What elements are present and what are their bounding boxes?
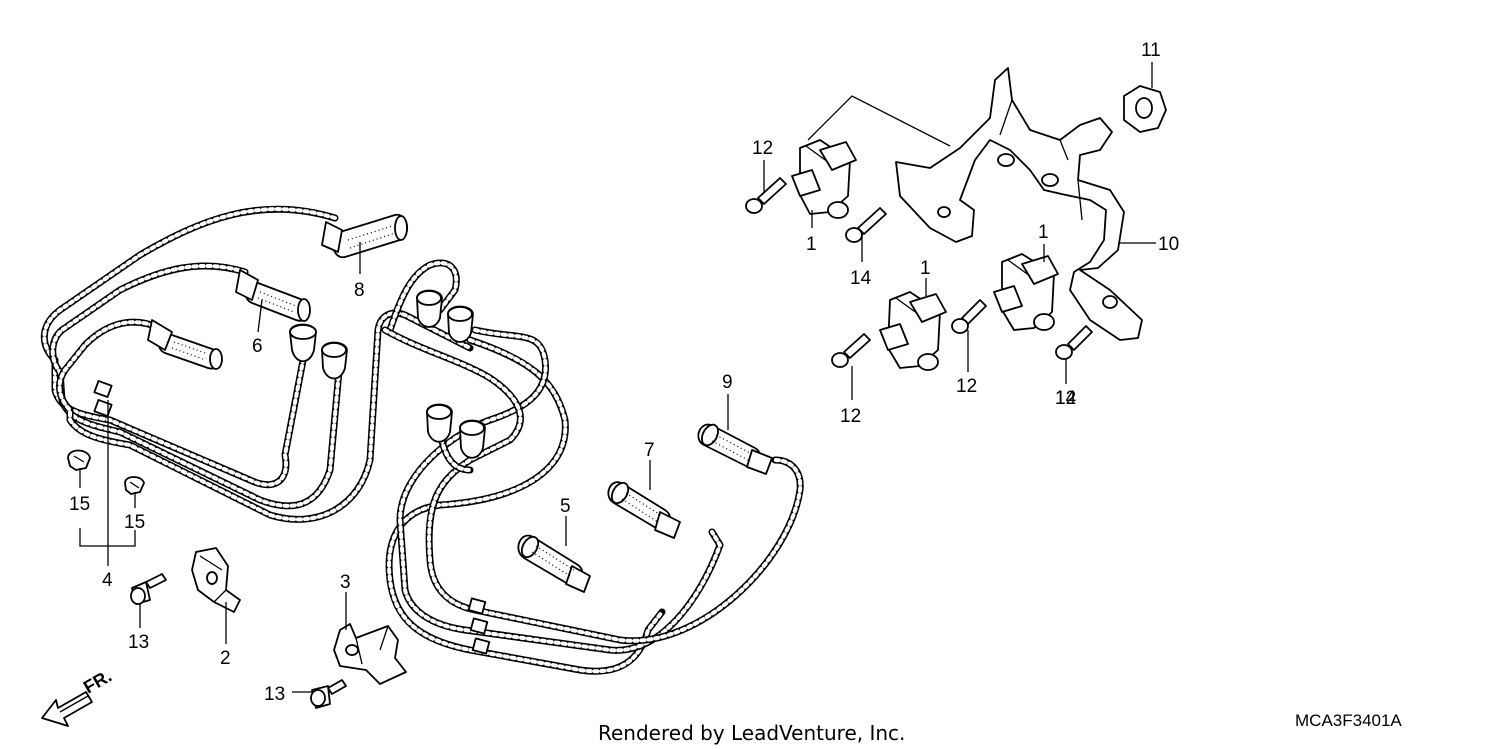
callout-label: 3 (340, 572, 351, 593)
callout-label: 12 (840, 406, 861, 427)
callout-label: 5 (560, 496, 571, 517)
callout-label: 10 (1158, 234, 1179, 255)
coil-caps-left (289, 289, 474, 380)
callout-label: 12 (1055, 388, 1076, 409)
rendered-by-credit: Rendered by LeadVenture, Inc. (598, 721, 905, 745)
callout-label: 15 (69, 494, 90, 515)
callout-label: 1 (1038, 222, 1049, 243)
callout-label: 1 (920, 258, 931, 279)
plug-boot-7 (607, 481, 681, 539)
plug-boot-left (147, 319, 223, 370)
leader-lines (79, 62, 1156, 693)
ignition-coil-1-b (879, 291, 947, 371)
ignition-coil-1-c (993, 253, 1059, 331)
ignition-coil-1-a (791, 139, 857, 219)
bolts-12-14 (745, 177, 1093, 368)
coil-caps-middle (426, 403, 486, 459)
callout-labels: 1 1 1 2 3 4 5 6 7 8 9 10 11 12 12 12 12 … (69, 40, 1179, 705)
callout-label: 2 (220, 648, 231, 669)
plug-boot-6 (235, 269, 311, 322)
callout-label: 12 (752, 138, 773, 159)
callout-label: 14 (850, 268, 872, 289)
callout-label: 13 (264, 684, 285, 705)
plug-boot-5 (517, 534, 591, 593)
callout-label: 12 (956, 376, 977, 397)
front-direction-arrow: FR. (41, 666, 115, 727)
clip-15-b (124, 476, 145, 495)
bolt-13-a (130, 573, 167, 605)
clip-15-a (67, 449, 91, 471)
callout-label: 4 (102, 570, 113, 591)
bracket-2 (191, 547, 241, 613)
callout-label: 15 (124, 512, 145, 533)
plug-boot-9 (697, 423, 773, 475)
coil-bracket-10 (895, 67, 1143, 341)
callout-label: 14 (1055, 388, 1077, 409)
callout-label: 11 (1141, 40, 1161, 61)
callout-label: 8 (354, 280, 365, 301)
callout-label: 6 (252, 336, 263, 357)
callout-label: 7 (644, 440, 655, 461)
callout-label: 13 (128, 632, 149, 653)
plug-wire-harness-right (381, 326, 804, 675)
callout-label: 1 (806, 234, 817, 255)
callout-label: 9 (722, 372, 733, 393)
grommet-11 (1123, 85, 1167, 133)
plug-boot-8 (321, 214, 409, 258)
bolt-13-b (310, 679, 347, 709)
bracket-3 (333, 623, 407, 685)
diagram-code: MCA3F3401A (1295, 711, 1402, 730)
